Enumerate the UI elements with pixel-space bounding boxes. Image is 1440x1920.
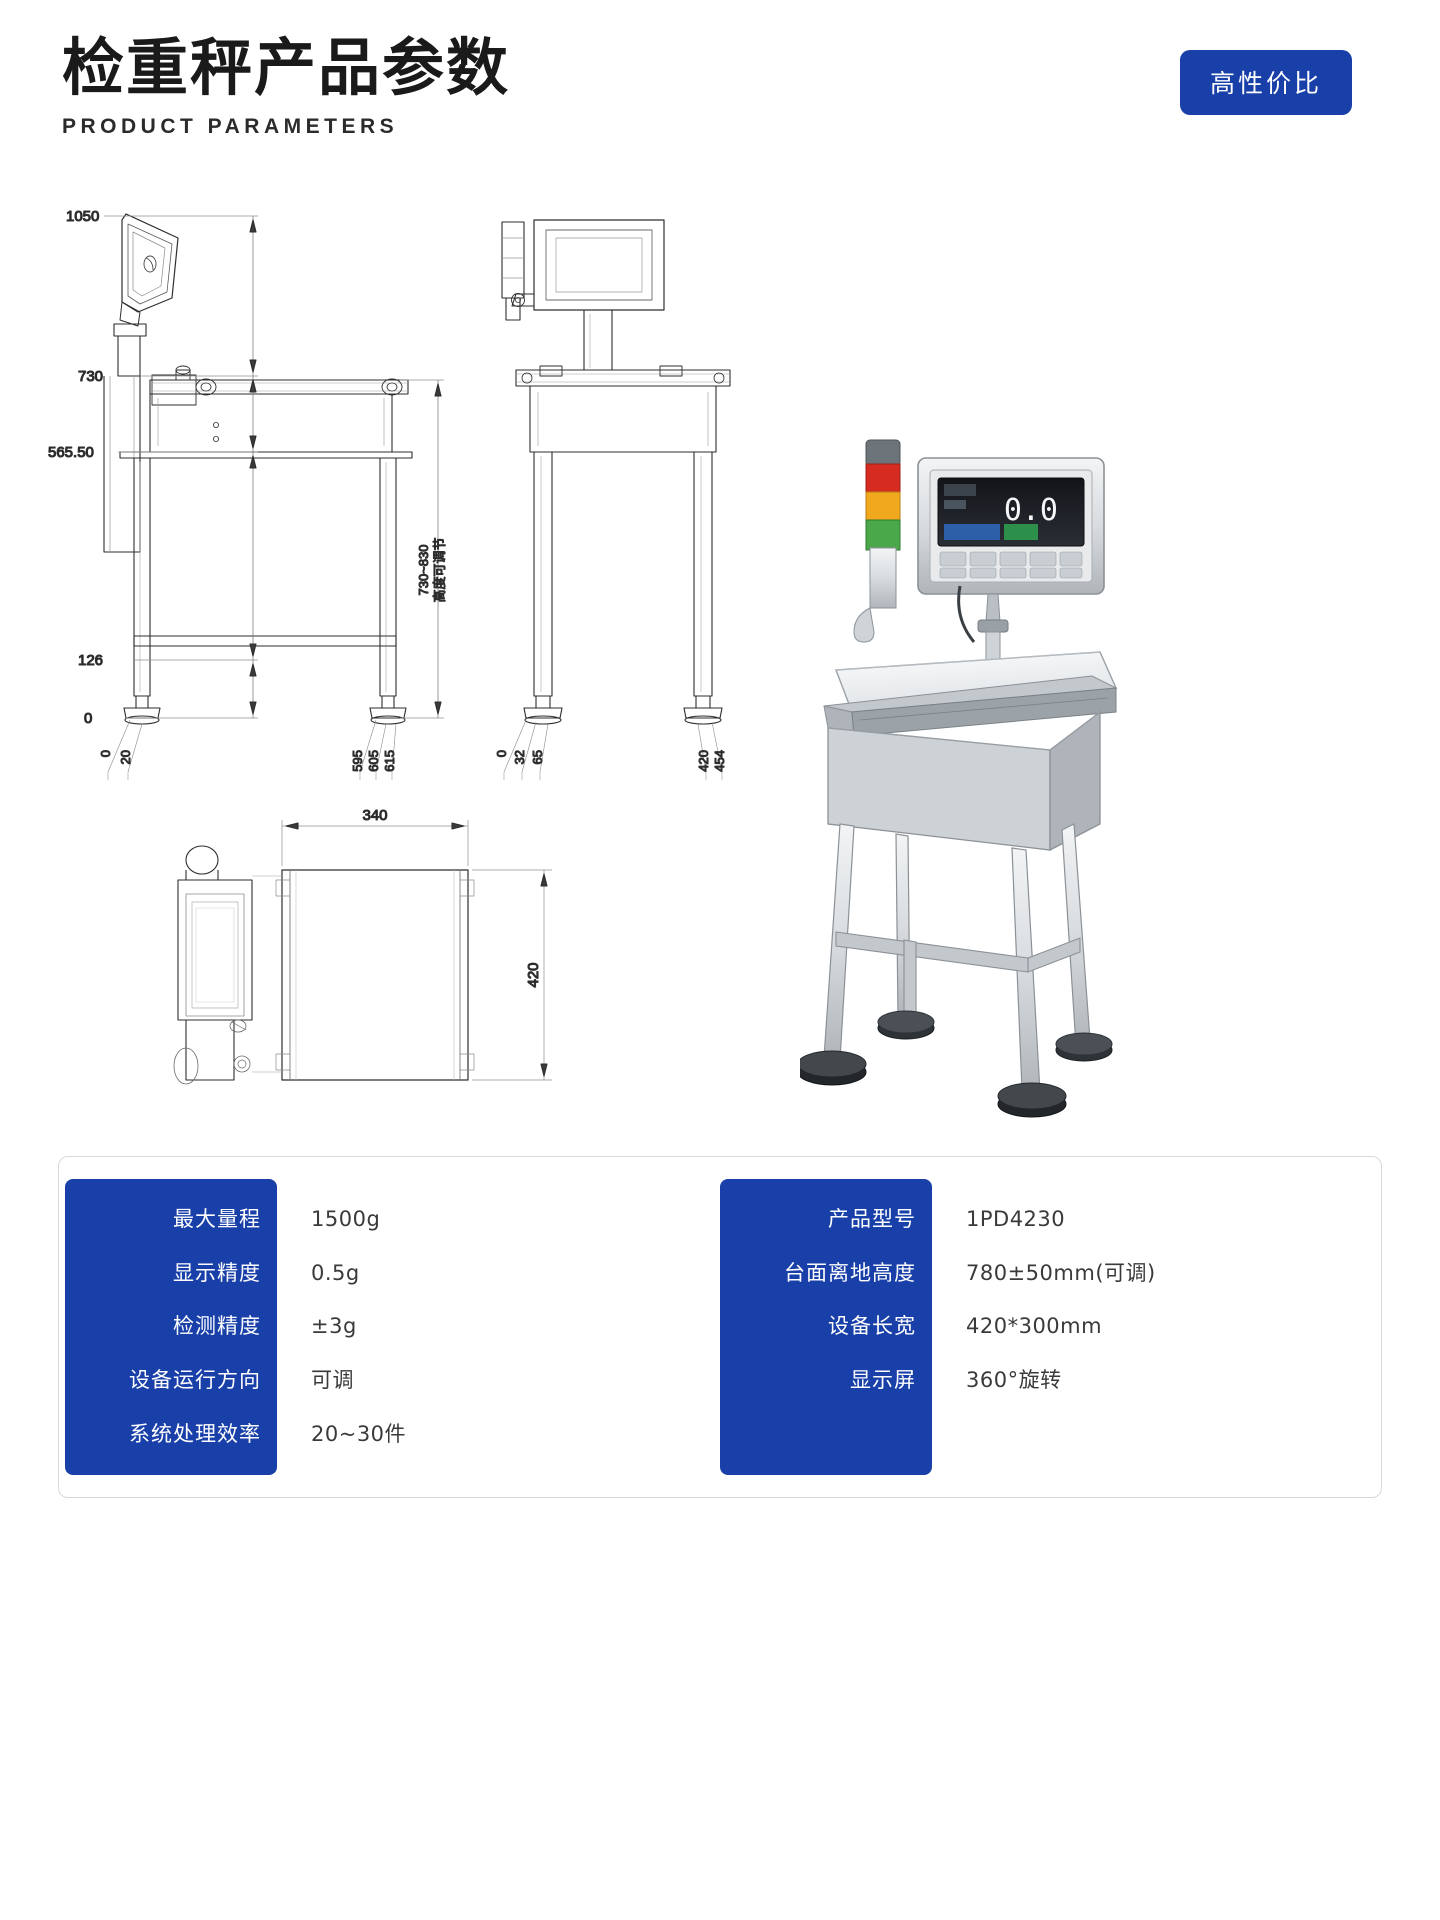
drawing-canvas: 1050 730 565.50 126 0 730~830 高度可调节 0 20… [47,207,731,1085]
side-view-bottom-ticks [107,772,393,780]
spec-label: 产品型号 [828,1207,916,1232]
side-view-arrowheads [249,219,442,715]
side-view-drawing [103,213,413,773]
spec-left-values: 1500g 0.5g ±3g 可调 20~30件 [277,1179,720,1475]
dim-126: 126 [78,652,103,669]
front-view-bottom-ticks [503,772,723,780]
adjustable-feet [797,1010,1113,1118]
page-title: 检重秤产品参数 [62,31,511,104]
front-view-drawing [501,219,731,773]
spec-left-labels: 最大量程 显示精度 检测精度 设备运行方向 系统处理效率 [65,1179,277,1475]
spec-table-right-half: 产品型号 台面离地高度 设备长宽 显示屏 1PD4230 780±50mm(可调… [720,1157,1381,1497]
spec-value: 0.5g [311,1260,360,1285]
side-view-dimension-lines [104,215,444,719]
title-block: 检重秤产品参数 PRODUCT PARAMETERS [62,32,510,139]
spec-label: 系统处理效率 [129,1421,261,1446]
dim-0-side: 0 [84,710,92,727]
spec-label: 检测精度 [173,1314,261,1339]
dim-1050: 1050 [66,208,99,225]
tower-lamp [853,439,901,643]
dim-565: 565.50 [48,444,94,461]
dim-b-20: 20 [118,750,133,764]
spec-value: 1500g [311,1207,381,1232]
dim-b-0: 0 [98,750,113,757]
spec-value: 1PD4230 [966,1207,1066,1232]
dim-b-605: 605 [366,750,381,772]
cabinet [827,710,1101,852]
stand-braces [835,931,1081,1021]
spec-value: 420*300mm [966,1314,1103,1339]
dim-340: 340 [362,807,387,824]
weighing-deck [823,651,1118,737]
spec-table-left-half: 最大量程 显示精度 检测精度 设备运行方向 系统处理效率 1500g 0.5g … [59,1157,720,1497]
spec-value: 20~30件 [311,1421,407,1446]
spec-label: 显示屏 [850,1368,916,1393]
dim-b-615: 615 [382,750,397,772]
spec-right-values: 1PD4230 780±50mm(可调) 420*300mm 360°旋转 [932,1179,1381,1475]
spec-value: 可调 [311,1368,354,1393]
dim-adjust-range: 730~830 [416,545,431,596]
dim-420-top: 420 [525,962,542,987]
spec-value: ±3g [311,1314,357,1339]
spec-value: 780±50mm(可调) [966,1260,1156,1285]
dim-f-32: 32 [512,750,527,764]
top-view-drawing [173,845,475,1085]
dim-f-0: 0 [494,750,509,757]
spec-label: 最大量程 [173,1207,261,1232]
technical-drawings: 1050 730 565.50 126 0 730~830 高度可调节 0 20… [0,180,1440,1140]
spec-value: 360°旋转 [966,1368,1062,1393]
spec-label: 台面离地高度 [784,1260,916,1285]
dim-f-420: 420 [696,750,711,772]
spec-label: 设备运行方向 [129,1368,261,1393]
weight-readout: 0.0 [1004,493,1058,528]
spec-right-labels: 产品型号 台面离地高度 设备长宽 显示屏 [720,1179,932,1475]
value-badge: 高性价比 [1179,50,1352,115]
spec-label-spacer [720,1424,932,1445]
spec-value-spacer [966,1424,1381,1445]
dim-730: 730 [78,368,103,385]
indicator-head: 0.0 [917,457,1105,669]
dim-f-454: 454 [712,750,727,772]
dim-f-65: 65 [530,750,545,764]
page-subtitle: PRODUCT PARAMETERS [62,115,399,139]
top-view-arrowheads [285,822,548,1077]
dim-adjust-label: 高度可调节 [432,537,448,602]
spec-label: 设备长宽 [828,1314,916,1339]
dim-b-595: 595 [350,750,365,772]
product-photo: 0.0 [797,420,1360,1150]
page-header: 检重秤产品参数 PRODUCT PARAMETERS 高性价比 [0,0,1440,180]
spec-label: 显示精度 [173,1260,261,1285]
top-view-dimension-lines [281,820,552,1081]
spec-table: 最大量程 显示精度 检测精度 设备运行方向 系统处理效率 1500g 0.5g … [58,1156,1382,1498]
